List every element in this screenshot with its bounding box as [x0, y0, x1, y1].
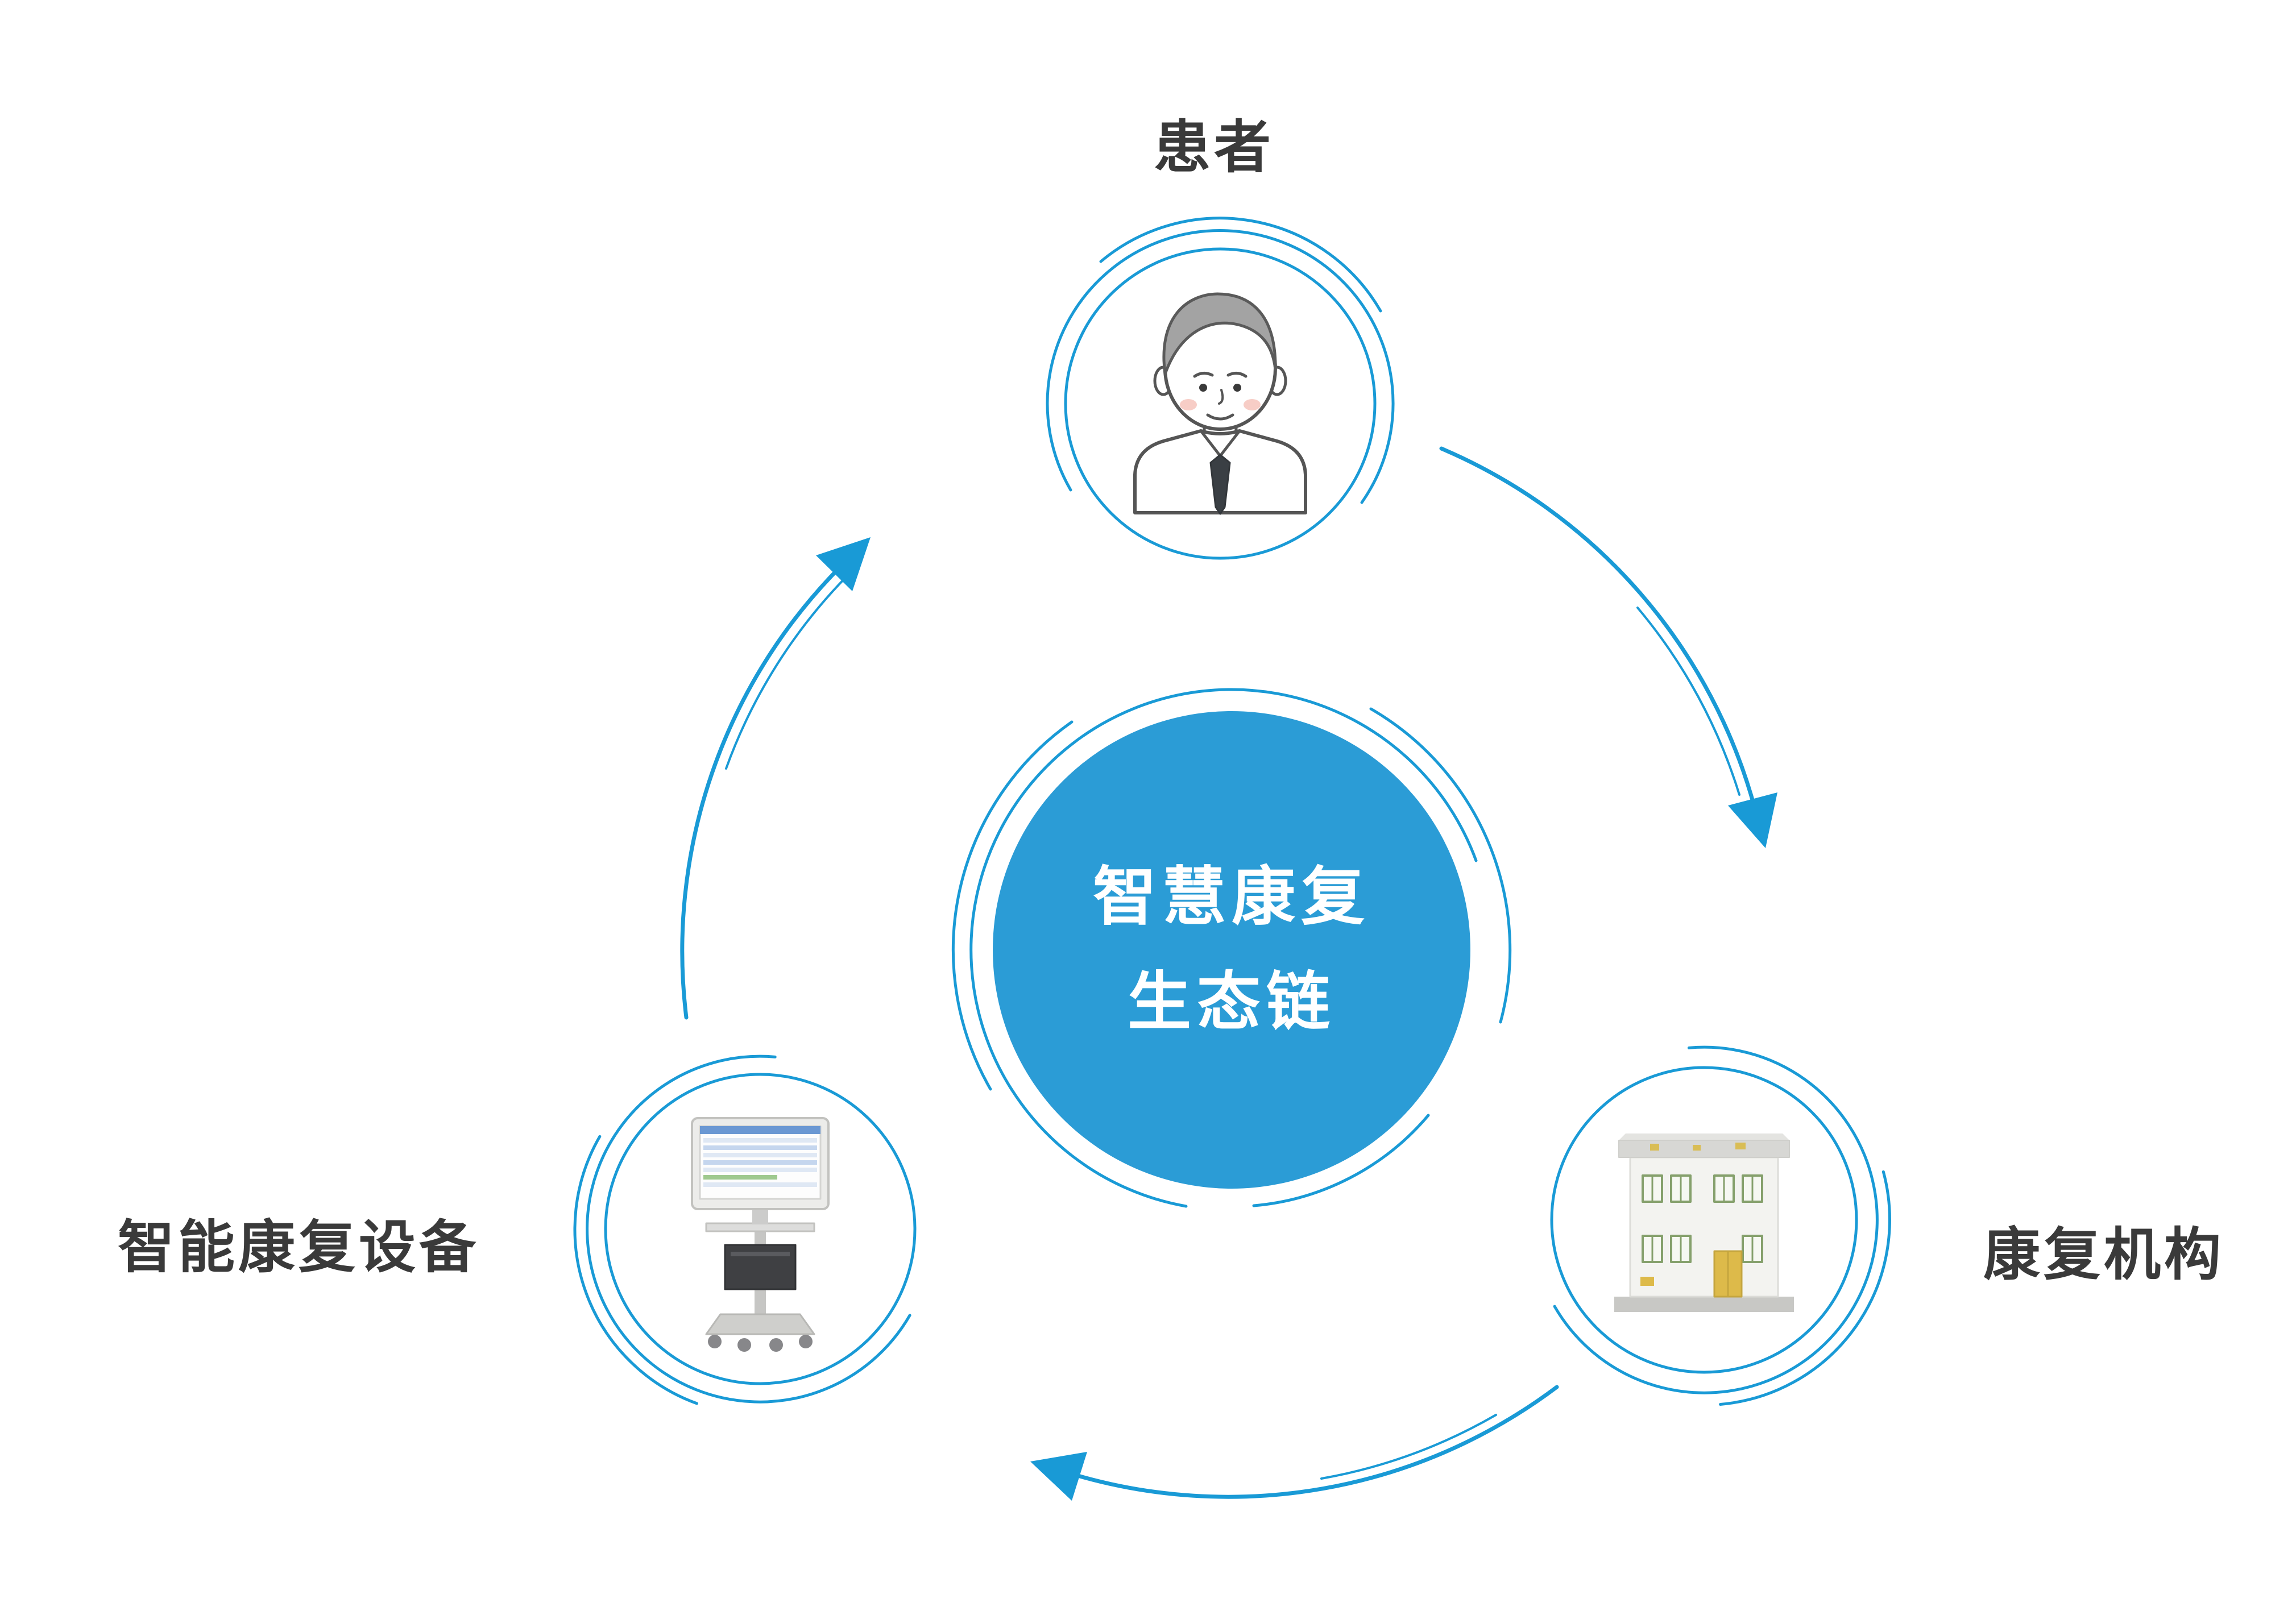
flow-arc-top-to-right	[1439, 446, 1758, 812]
institution-node	[1550, 1045, 1891, 1406]
node-arc	[951, 720, 1074, 1091]
node-arc	[1369, 707, 1512, 1024]
rehab-device-icon	[691, 1117, 830, 1352]
node-arc	[1252, 1114, 1430, 1207]
center-node	[951, 688, 1512, 1208]
flow-arc-accent	[725, 572, 851, 770]
flow-arc-accent	[1320, 1414, 1497, 1480]
center-circle	[993, 711, 1470, 1189]
node-arc	[1553, 1045, 1879, 1394]
flow-arc-accent	[1636, 607, 1740, 796]
flow-arc-right-to-left	[1066, 1385, 1559, 1499]
rehab-device-label: 智能康复设备	[118, 1215, 479, 1280]
patient-node	[1046, 217, 1395, 560]
center-circle-label: 智慧康复 生态链	[1093, 845, 1370, 1055]
flow-ring	[680, 446, 1758, 1499]
node-arc	[1046, 229, 1395, 504]
node-arc	[1099, 217, 1382, 313]
node-arc	[969, 688, 1478, 1208]
rehab-institution-label: 康复机构	[1983, 1223, 2224, 1287]
center-label-line-2: 生态链	[1128, 966, 1336, 1037]
patient-label: 患者	[1154, 115, 1274, 180]
rehab-institution-icon	[1614, 1133, 1794, 1312]
patient-icon	[1133, 292, 1307, 515]
flow-arrow-down	[1728, 792, 1777, 848]
center-label-line-1: 智慧康复	[1093, 861, 1370, 933]
node-arc	[586, 1054, 911, 1404]
flow-arc-left-to-top	[680, 563, 844, 1020]
center-node-arcs	[951, 688, 1512, 1208]
node-arc	[1719, 1170, 1891, 1406]
node-arc	[573, 1135, 698, 1405]
flow-arrow-up	[816, 537, 871, 591]
device-node	[573, 1054, 917, 1405]
flow-arrowheads	[816, 537, 1777, 1501]
flow-arrow-left	[1030, 1452, 1087, 1501]
